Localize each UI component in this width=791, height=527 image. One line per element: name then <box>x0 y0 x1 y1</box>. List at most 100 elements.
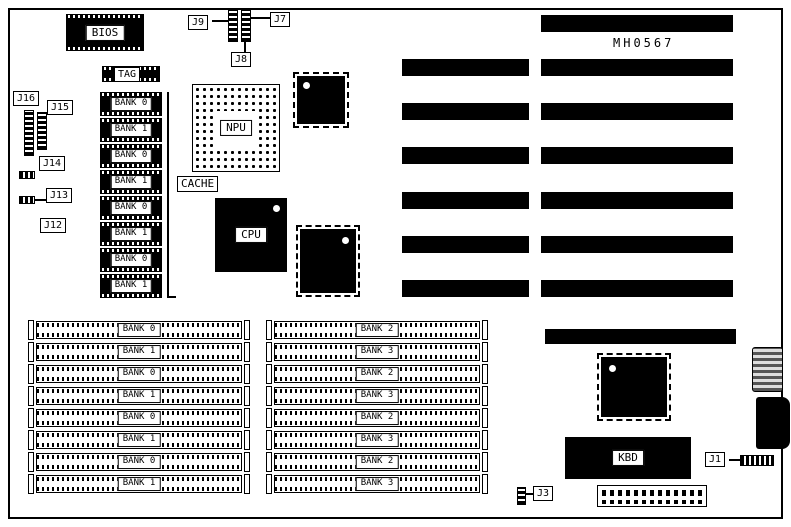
memory-bank-label: BANK 3 <box>355 477 399 491</box>
cache-column-bracket-tick <box>167 296 176 298</box>
j16-connector <box>24 110 34 156</box>
qfp-chip <box>293 72 349 128</box>
memory-module-row: BANK 0 <box>28 364 250 384</box>
module-clip <box>244 474 250 494</box>
module-clip <box>482 386 488 406</box>
module-clip <box>482 474 488 494</box>
memory-module-row: BANK 2 <box>266 320 488 340</box>
bottom-pin-header <box>597 485 707 507</box>
cache-sram-chip: BANK 0 <box>100 144 162 168</box>
memory-module-row: BANK 0 <box>28 408 250 428</box>
memory-module-row: BANK 2 <box>266 452 488 472</box>
part-number-label: MH0567 <box>613 36 675 50</box>
module-clip <box>266 342 272 362</box>
module-clip <box>266 474 272 494</box>
expansion-slot <box>545 329 736 344</box>
j15-connector <box>37 112 47 150</box>
memory-bank-label: BANK 3 <box>355 389 399 403</box>
module-clip <box>266 320 272 340</box>
j14-connector <box>19 171 35 179</box>
module-clip <box>266 430 272 450</box>
keyboard-din-connector <box>756 397 790 449</box>
module-clip <box>266 386 272 406</box>
jumper-label-j7: J7 <box>270 12 291 27</box>
cache-sram-chip: BANK 1 <box>100 118 162 142</box>
expansion-slot <box>541 103 733 120</box>
jumper-label-j1: J1 <box>705 452 726 467</box>
memory-bank-label: BANK 3 <box>355 345 399 359</box>
module-clip <box>28 430 34 450</box>
module-clip <box>244 430 250 450</box>
cache-bank-label: BANK 1 <box>110 175 152 189</box>
npu-label: NPU <box>220 119 252 137</box>
memory-module-row: BANK 0 <box>28 320 250 340</box>
qfp-chip <box>597 353 671 421</box>
wire <box>729 459 740 461</box>
expansion-slot <box>402 280 529 297</box>
module-clip <box>266 452 272 472</box>
module-clip <box>28 452 34 472</box>
jumper-label-j8: J8 <box>231 52 252 67</box>
wire <box>251 17 270 19</box>
tag-label: TAG <box>114 67 141 82</box>
cache-bank-label: BANK 0 <box>110 201 152 215</box>
expansion-slot <box>402 192 529 209</box>
module-clip <box>266 364 272 384</box>
module-clip <box>244 320 250 340</box>
j7-connector <box>241 10 251 42</box>
cpu-chip: CPU <box>215 198 287 272</box>
module-clip <box>482 430 488 450</box>
cache-bank-label: BANK 0 <box>110 149 152 163</box>
module-clip <box>28 386 34 406</box>
j1-connector <box>740 455 774 466</box>
module-clip <box>244 386 250 406</box>
memory-module-row: BANK 2 <box>266 408 488 428</box>
bios-label: BIOS <box>85 24 125 41</box>
pin1-dot <box>303 82 310 89</box>
cache-sram-chip: BANK 1 <box>100 170 162 194</box>
memory-module-row: BANK 3 <box>266 342 488 362</box>
memory-bank-label: BANK 0 <box>117 367 161 381</box>
memory-module-row: BANK 1 <box>28 430 250 450</box>
memory-bank-label: BANK 2 <box>355 323 399 337</box>
module-clip <box>28 342 34 362</box>
expansion-slot <box>541 147 733 164</box>
cache-sram-chip: BANK 0 <box>100 248 162 272</box>
keyboard-controller-chip: KBD <box>565 437 691 479</box>
memory-module-row: BANK 1 <box>28 386 250 406</box>
wire <box>244 42 246 52</box>
memory-bank-label: BANK 2 <box>355 367 399 381</box>
memory-bank-label: BANK 0 <box>117 411 161 425</box>
memory-bank-label: BANK 0 <box>117 455 161 469</box>
module-clip <box>482 452 488 472</box>
expansion-slot <box>541 15 733 32</box>
memory-bank-label: BANK 1 <box>117 477 161 491</box>
expansion-slot <box>402 147 529 164</box>
pin1-dot <box>342 237 349 244</box>
cache-bank-label: BANK 1 <box>110 123 152 137</box>
memory-module-row: BANK 3 <box>266 474 488 494</box>
jumper-label-j3: J3 <box>533 486 554 501</box>
qfp-chip <box>296 225 360 297</box>
memory-module-row: BANK 1 <box>28 342 250 362</box>
jumper-label-j13: J13 <box>46 188 73 203</box>
jumper-label-j12: J12 <box>40 218 67 233</box>
expansion-slot <box>541 280 733 297</box>
cache-sram-chip: BANK 0 <box>100 196 162 220</box>
memory-module-row: BANK 3 <box>266 430 488 450</box>
module-clip <box>244 364 250 384</box>
j3-connector <box>517 487 526 505</box>
cache-sram-chip: BANK 1 <box>100 274 162 298</box>
jumper-label-j14: J14 <box>39 156 66 171</box>
expansion-slot <box>402 236 529 253</box>
module-body <box>274 409 480 427</box>
wire <box>212 20 228 22</box>
memory-bank-label: BANK 1 <box>117 433 161 447</box>
j13-connector <box>19 196 35 204</box>
cache-bank-label: BANK 1 <box>110 227 152 241</box>
module-clip <box>482 408 488 428</box>
cache-bank-label: BANK 0 <box>110 253 152 267</box>
module-clip <box>244 408 250 428</box>
expansion-slot <box>541 59 733 76</box>
